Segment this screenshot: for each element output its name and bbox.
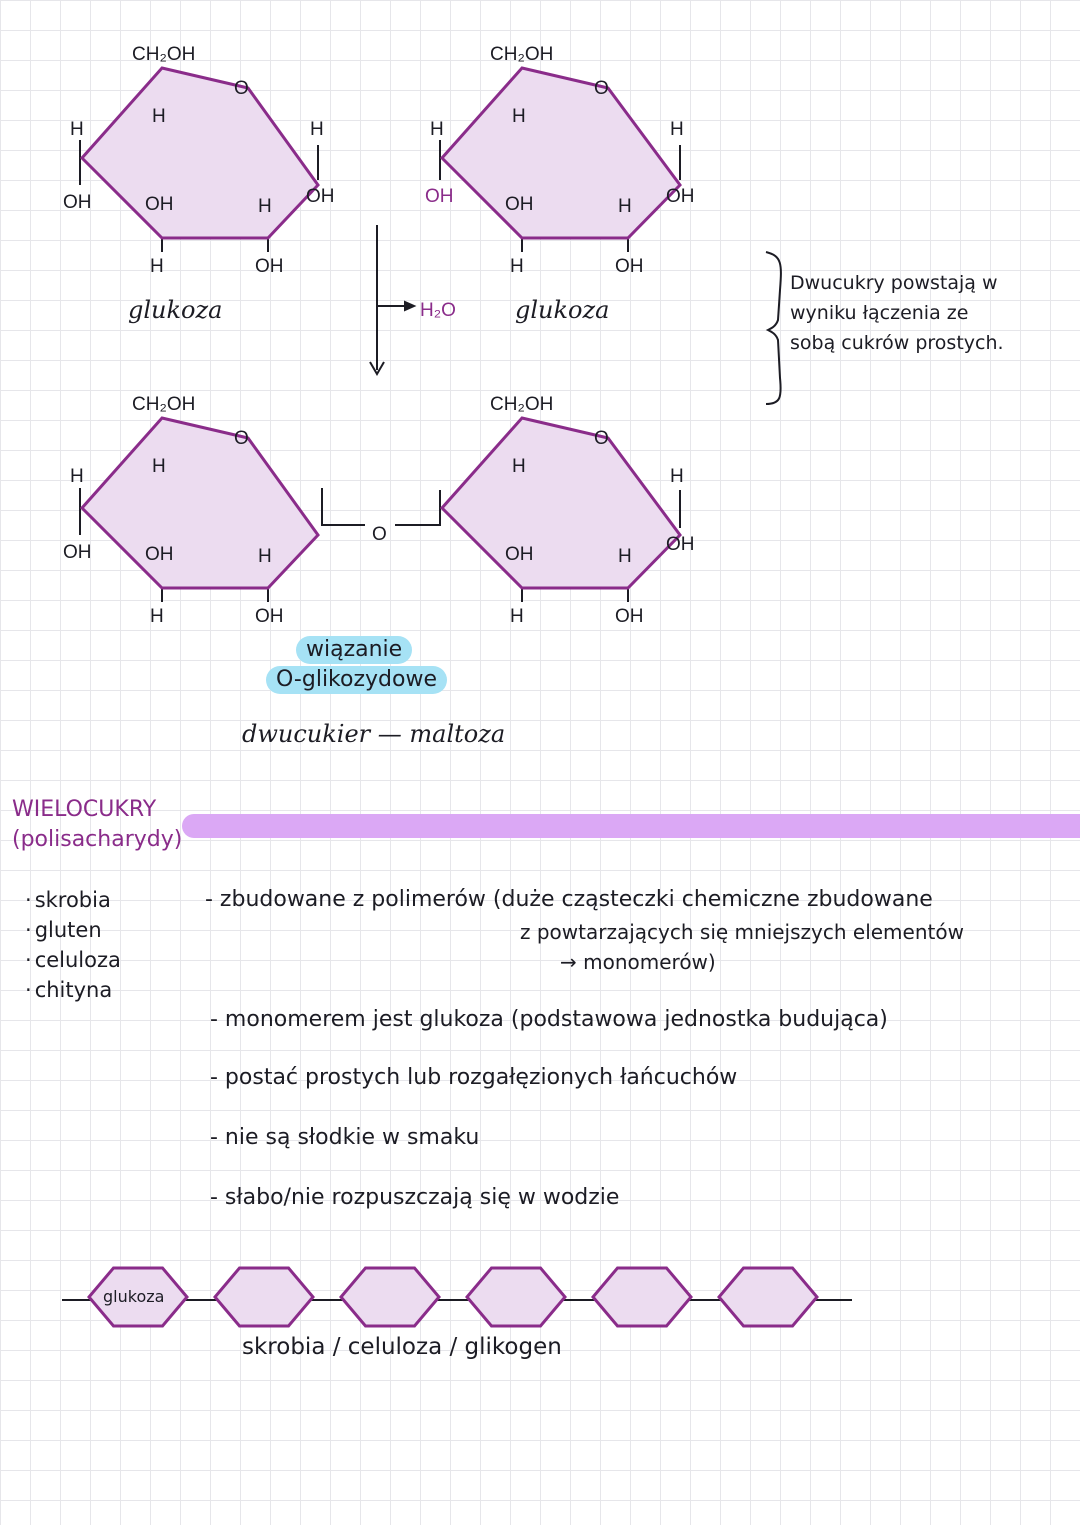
oh-label: OH <box>505 544 534 565</box>
ch2oh-label: CH₂OH <box>132 44 195 65</box>
h-label: H <box>310 119 324 140</box>
oh-label: OH <box>666 534 695 555</box>
h-label: H <box>258 196 272 217</box>
glucose-unit <box>213 1266 315 1328</box>
list-item: celuloza <box>25 945 121 975</box>
property-4: - nie są słodkie w smaku <box>210 1125 480 1150</box>
bond-label-line2: O-glikozydowe <box>266 666 447 694</box>
glycosidic-bond-label: wiązanie <box>296 636 413 664</box>
glucose-unit <box>339 1266 441 1328</box>
h-label: H <box>510 256 524 277</box>
property-3: - postać prostych lub rozgałęzionych łań… <box>210 1065 738 1090</box>
ring-bottom-left <box>79 416 320 590</box>
h-label: H <box>512 106 526 127</box>
section-divider-bar <box>182 814 1080 838</box>
list-item: gluten <box>25 915 121 945</box>
list-item: chityna <box>25 975 121 1005</box>
list-item: skrobia <box>25 885 121 915</box>
examples-list: skrobia gluten celuloza chityna <box>25 885 121 1005</box>
h-label: H <box>152 456 166 477</box>
section-title: WIELOCUKRY <box>12 797 157 822</box>
ring-oxygen-label: O <box>594 78 609 99</box>
h-label: H <box>618 546 632 567</box>
oh-label: OH <box>615 606 644 627</box>
ring-oxygen-label: O <box>234 78 249 99</box>
chain-unit-label: glukoza <box>103 1287 164 1306</box>
oh-label: OH <box>255 606 284 627</box>
ch2oh-label: CH₂OH <box>490 44 553 65</box>
oh-label: OH <box>505 194 534 215</box>
h-label: H <box>618 196 632 217</box>
h-label: H <box>70 119 84 140</box>
product-caption: dwucukier — maltoza <box>242 720 505 748</box>
ring-top-right <box>439 66 682 240</box>
chain-caption: skrobia / celuloza / glikogen <box>242 1334 562 1360</box>
h-label: H <box>670 466 684 487</box>
glycosidic-bond-label-2: O-glikozydowe <box>266 666 447 694</box>
oh-label: OH <box>145 194 174 215</box>
h-label: H <box>150 256 164 277</box>
h-label: H <box>430 119 444 140</box>
oh-label: OH <box>615 256 644 277</box>
oh-label: OH <box>255 256 284 277</box>
water-label: H₂O <box>420 300 456 321</box>
bridge-oxygen-label: O <box>372 524 387 545</box>
side-note: Dwucukry powstają w wyniku łączenia ze s… <box>790 272 1004 354</box>
oh-label-reacting: OH <box>425 186 454 207</box>
h-label: H <box>258 546 272 567</box>
oh-label: OH <box>63 192 92 213</box>
ch2oh-label: CH₂OH <box>490 394 553 415</box>
ch2oh-label: CH₂OH <box>132 394 195 415</box>
property-1-line-1: - zbudowane z polimerów (duże cząsteczki… <box>205 887 933 912</box>
ring-top-left <box>79 66 320 240</box>
h-label: H <box>150 606 164 627</box>
section-subtitle: (polisacharydy) <box>12 827 183 852</box>
h-label: H <box>152 106 166 127</box>
glucose-unit <box>87 1266 189 1328</box>
oh-label: OH <box>63 542 92 563</box>
property-1-line-3: → monomerów) <box>560 950 716 974</box>
glucose-unit <box>465 1266 567 1328</box>
oh-label: OH <box>306 186 335 207</box>
glucose-rings <box>79 66 682 590</box>
property-1-line-2: z powtarzających się mniejszych elementó… <box>520 920 964 944</box>
h-label: H <box>70 466 84 487</box>
section-heading: WIELOCUKRY (polisacharydy) <box>12 795 182 855</box>
bond-label-line1: wiązanie <box>296 636 413 664</box>
glucose-unit <box>717 1266 819 1328</box>
property-2: - monomerem jest glukoza (podstawowa jed… <box>210 1007 888 1032</box>
h-label: H <box>670 119 684 140</box>
molecule-name: glukoza <box>515 296 609 324</box>
molecule-name: glukoza <box>128 296 222 324</box>
ring-oxygen-label: O <box>594 428 609 449</box>
polysaccharide-chain <box>87 1266 819 1328</box>
h-label: H <box>512 456 526 477</box>
oh-label: OH <box>145 544 174 565</box>
ring-bottom-right <box>439 416 682 590</box>
oh-label: OH <box>666 186 695 207</box>
glucose-unit <box>591 1266 693 1328</box>
property-5: - słabo/nie rozpuszczają się w wodzie <box>210 1185 620 1210</box>
ring-oxygen-label: O <box>234 428 249 449</box>
h-label: H <box>510 606 524 627</box>
